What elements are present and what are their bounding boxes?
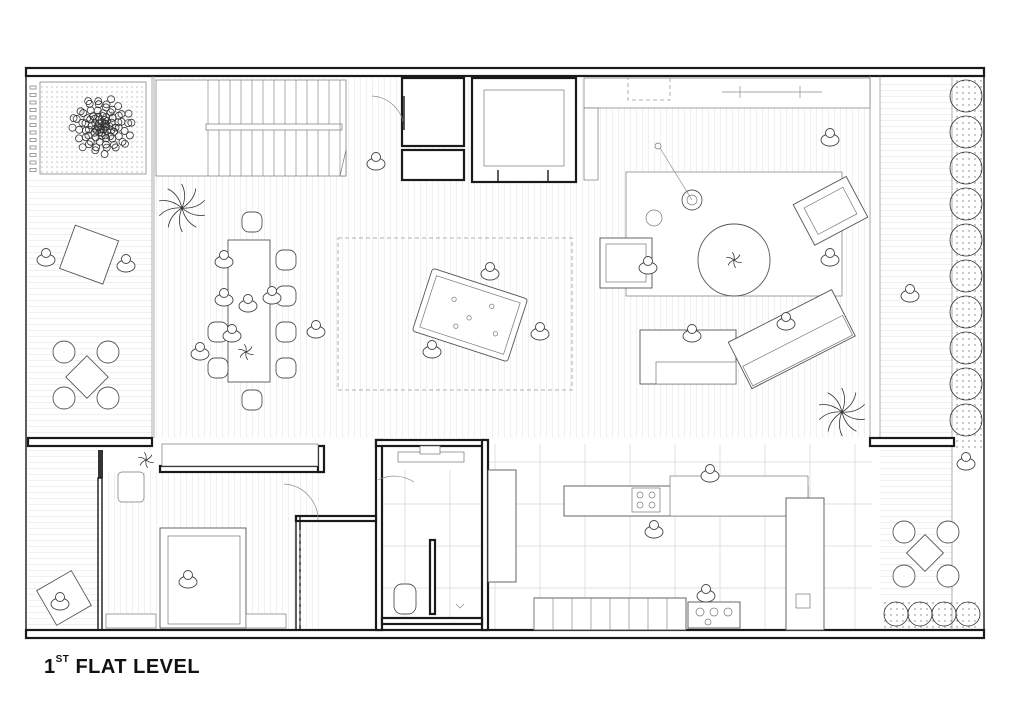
person-icon — [776, 312, 796, 331]
plant-icon — [238, 343, 254, 361]
person-icon — [638, 256, 658, 275]
chair-icon — [207, 357, 229, 379]
outer-walls — [24, 66, 986, 640]
chair-icon — [241, 211, 263, 233]
person-icon — [214, 250, 234, 269]
chair-icon — [241, 389, 263, 411]
dining-table — [207, 211, 297, 411]
pool-table — [412, 268, 528, 362]
person-icon — [222, 324, 242, 343]
person-icon — [422, 340, 442, 359]
courtyard — [29, 81, 147, 175]
right-terrace — [883, 79, 983, 627]
chair-icon — [275, 357, 297, 379]
title-text: FLAT LEVEL — [69, 656, 201, 678]
person-icon — [238, 294, 258, 313]
service-core — [400, 76, 871, 184]
person-icon — [530, 322, 550, 341]
person-icon — [956, 452, 976, 471]
rug-outline — [337, 237, 573, 391]
chair-icon — [275, 321, 297, 343]
person-icon — [900, 284, 920, 303]
person-icon — [682, 324, 702, 343]
plant-icon — [726, 251, 742, 269]
kitchen — [487, 469, 825, 631]
person-icon — [306, 320, 326, 339]
person-icon — [116, 254, 136, 273]
person-icon — [644, 520, 664, 539]
person-icon — [214, 288, 234, 307]
plant-icon — [818, 387, 866, 437]
plant-icon — [138, 451, 154, 469]
person-icon — [50, 592, 70, 611]
person-icon — [820, 248, 840, 267]
person-icon — [700, 464, 720, 483]
bathroom — [393, 445, 465, 615]
staircase — [155, 79, 405, 177]
person-icon — [36, 248, 56, 267]
person-icon — [190, 342, 210, 361]
person-icon — [480, 262, 500, 281]
chair-icon — [275, 249, 297, 271]
person-icon — [262, 286, 282, 305]
person-icon — [366, 152, 386, 171]
living-area — [599, 142, 869, 390]
person-icon — [820, 128, 840, 147]
person-icon — [696, 584, 716, 603]
person-icon — [178, 570, 198, 589]
title-superscript: ST — [55, 654, 70, 665]
title-number: 1 — [44, 656, 56, 678]
plant-icon — [158, 183, 206, 233]
drawing-title: 1ST FLAT LEVEL — [44, 654, 201, 679]
tree-icon — [68, 95, 136, 158]
